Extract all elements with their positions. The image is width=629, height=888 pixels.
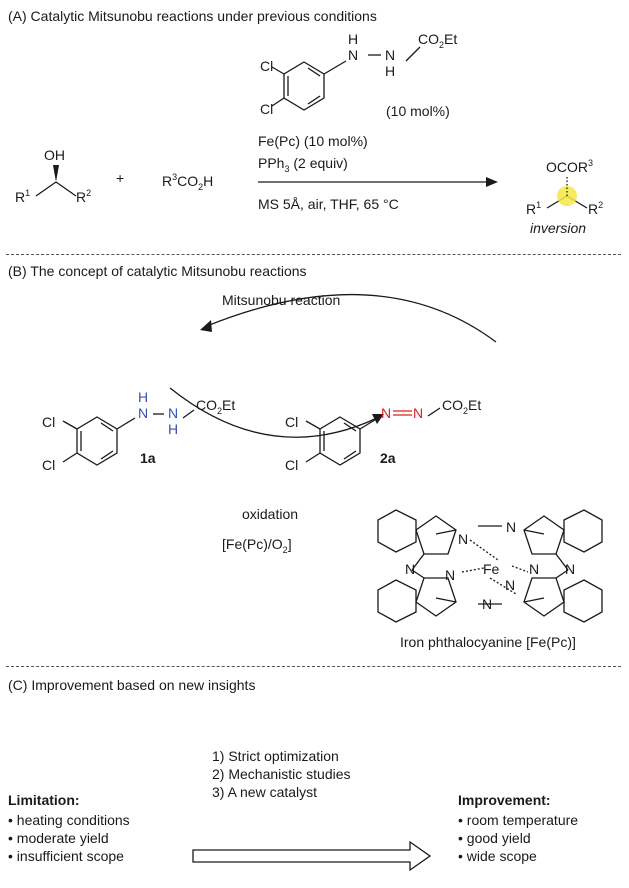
limitation-item: • heating conditions — [8, 812, 130, 828]
n-label: N — [505, 577, 515, 593]
cl-label: Cl — [285, 457, 298, 473]
r2-label: R2 — [76, 188, 91, 205]
co2et-label: CO2Et — [196, 397, 235, 416]
condition-pph3: PPh3 (2 equiv) — [258, 155, 348, 174]
section-a-header: (A) Catalytic Mitsunobu reactions under … — [8, 8, 377, 24]
cycle-arrow-bottom — [169, 387, 378, 438]
improvement-arrow — [192, 840, 432, 872]
cycle-arrow-top — [206, 293, 497, 343]
iron-phthalocyanine-structure — [377, 509, 603, 623]
nh-label-blue: N — [168, 405, 178, 421]
limitation-title: Limitation: — [8, 792, 80, 808]
cl-label: Cl — [285, 414, 298, 430]
n-label: N — [348, 47, 358, 63]
n-label: N — [458, 531, 468, 547]
oh-label: OH — [44, 147, 65, 163]
oxidant-label: [Fe(Pc)/O2] — [222, 536, 292, 555]
step-3: 3) A new catalyst — [212, 784, 318, 800]
acid-label: R3CO2H — [162, 172, 213, 192]
n-label: N — [385, 47, 395, 63]
catalyst-hydrazine-structure — [271, 46, 421, 111]
section-c-header: (C) Improvement based on new insights — [8, 677, 256, 693]
cl-label: Cl — [42, 457, 55, 473]
n-label: N — [405, 561, 415, 577]
step-1: 1) Strict optimization — [212, 748, 339, 764]
plus-sign: + — [116, 170, 125, 186]
n-label: N — [565, 561, 575, 577]
h-label-blue: H — [138, 389, 148, 405]
n-label: N — [529, 561, 539, 577]
azo-n-label: N — [381, 405, 391, 421]
improvement-item: • wide scope — [458, 848, 537, 864]
r1-label: R1 — [526, 200, 541, 217]
cl-label: Cl — [260, 101, 273, 117]
oxidation-label: oxidation — [242, 506, 299, 522]
condition-fepc: Fe(Pc) (10 mol%) — [258, 133, 368, 149]
condition-solvent: MS 5Å, air, THF, 65 °C — [258, 196, 399, 212]
fe-label: Fe — [483, 561, 500, 577]
n-label: N — [506, 519, 516, 535]
improvement-item: • good yield — [458, 830, 531, 846]
ocor3-label: OCOR3 — [546, 158, 593, 175]
catalyst-name: Iron phthalocyanine [Fe(Pc)] — [400, 634, 576, 650]
mitsunobu-label: Mitsunobu reaction — [222, 292, 341, 308]
h-label-blue: H — [168, 421, 178, 437]
co2et-label: CO2Et — [442, 397, 481, 416]
inversion-label: inversion — [530, 220, 587, 236]
n-label: N — [482, 596, 492, 612]
azo-double-bond — [393, 410, 412, 416]
improvement-title: Improvement: — [458, 792, 551, 808]
h-label: H — [385, 63, 395, 79]
compound-1a-structure — [62, 409, 195, 466]
alcohol-substrate-structure — [35, 181, 77, 197]
azo-n-label: N — [413, 405, 423, 421]
divider-ab — [6, 254, 621, 255]
catalyst-loading: (10 mol%) — [386, 103, 450, 119]
cl-label: Cl — [260, 58, 273, 74]
section-b-header: (B) The concept of catalytic Mitsunobu r… — [8, 263, 307, 279]
compound-1a-label: 1a — [140, 450, 156, 466]
compound-2a-label: 2a — [380, 450, 396, 466]
r1-label: R1 — [15, 188, 30, 205]
r2-label: R2 — [588, 200, 603, 217]
limitation-item: • moderate yield — [8, 830, 109, 846]
co2et-label: CO2Et — [418, 31, 457, 50]
limitation-item: • insufficient scope — [8, 848, 124, 864]
improvement-item: • room temperature — [458, 812, 579, 828]
n-label: N — [445, 567, 455, 583]
divider-bc — [6, 666, 621, 667]
h-label: H — [348, 31, 358, 47]
nh-label-blue: N — [138, 405, 148, 421]
step-2: 2) Mechanistic studies — [212, 766, 351, 782]
cl-label: Cl — [42, 414, 55, 430]
wedge-bond — [53, 165, 59, 182]
